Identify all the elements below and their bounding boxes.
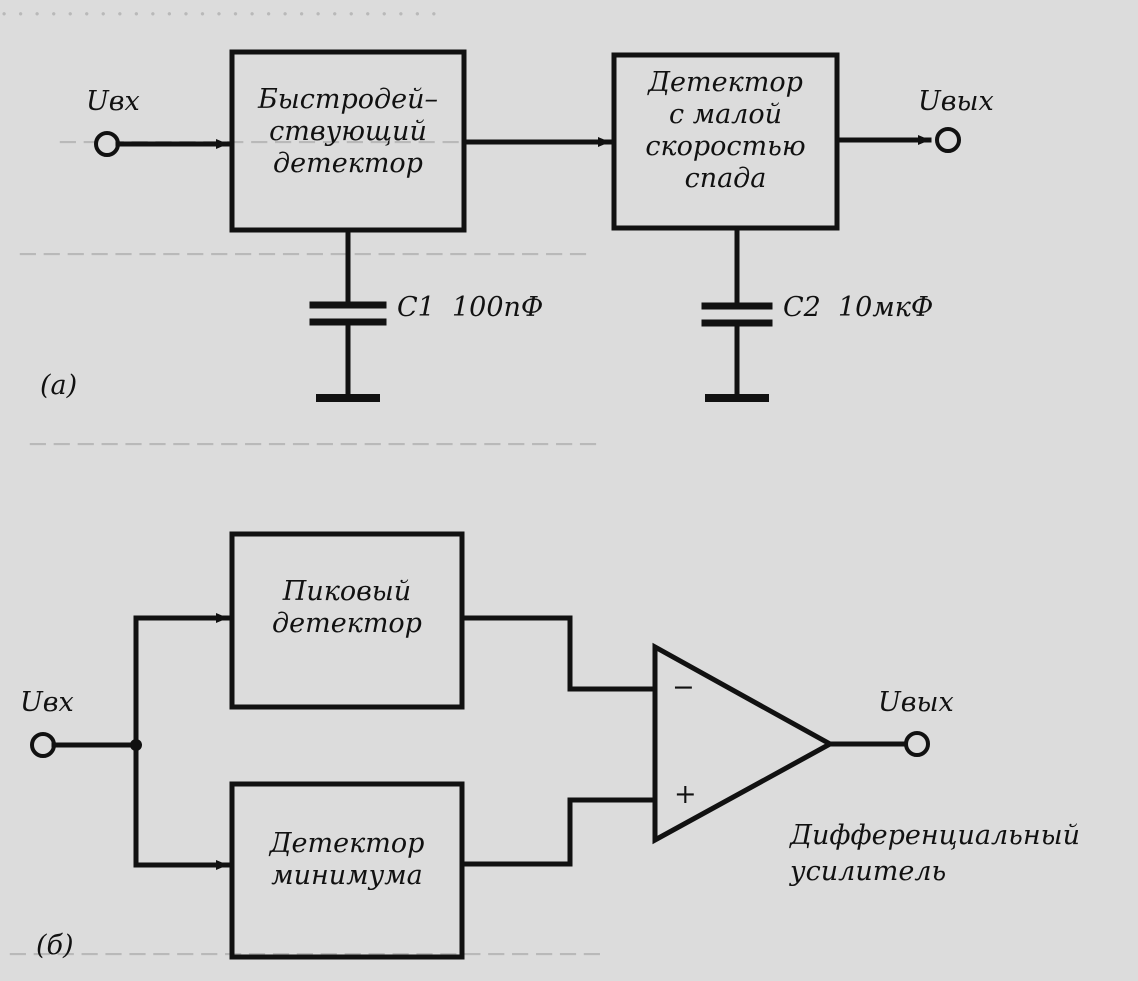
amp-caption-line: Дифференциальный bbox=[790, 820, 1081, 851]
input-terminal-b bbox=[30, 732, 56, 758]
differential-amplifier-triangle bbox=[652, 642, 836, 845]
slow-decay-detector-line: Детектор bbox=[648, 67, 803, 98]
output-label-b: Uвых bbox=[878, 687, 954, 718]
input-terminal-a bbox=[94, 131, 120, 157]
c1-label: C1 100пФ bbox=[397, 292, 544, 323]
slow-decay-detector-line: спада bbox=[684, 163, 767, 194]
diagram-a-label: (а) bbox=[40, 370, 78, 401]
fast-detector-line: детектор bbox=[273, 148, 423, 179]
opamp-minus-sign: − bbox=[672, 672, 695, 703]
c2-label: C2 10мкФ bbox=[783, 292, 934, 323]
input-label-a: Uвх bbox=[86, 86, 140, 117]
output-label-a: Uвых bbox=[918, 86, 994, 117]
opamp-plus-sign: + bbox=[674, 779, 697, 810]
bleed-through-row: · · · · · · · · · · · · · · · · · · · · … bbox=[0, 0, 439, 30]
minimum-detector-line: минимума bbox=[271, 860, 423, 891]
fast-detector-line: Быстродей– bbox=[257, 84, 439, 115]
minimum-detector-text: Детектор минимума bbox=[232, 828, 462, 892]
slow-decay-detector-text: Детектор с малой скоростью спада bbox=[614, 67, 837, 195]
wire-peak-to-minus bbox=[459, 615, 658, 692]
input-label-b: Uвх bbox=[20, 687, 74, 718]
fast-detector-line: ствующий bbox=[269, 116, 427, 147]
diagram-b-label: (б) bbox=[36, 930, 74, 961]
peak-detector-line: детектор bbox=[272, 608, 422, 639]
output-terminal-a bbox=[935, 127, 961, 153]
minimum-detector-line: Детектор bbox=[269, 828, 425, 859]
wire-min-to-plus bbox=[459, 797, 658, 867]
output-terminal-b bbox=[904, 731, 930, 757]
minimum-detector-block bbox=[229, 781, 465, 960]
slow-decay-detector-line: с малой bbox=[668, 99, 783, 130]
peak-detector-line: Пиковый bbox=[282, 576, 412, 607]
bleed-through-row: ─ ─ ─ ─ ─ ─ ─ ─ ─ ─ ─ ─ ─ ─ ─ ─ ─ ─ ─ ─ … bbox=[20, 240, 586, 270]
differential-amplifier-caption: Дифференциальный усилитель bbox=[790, 818, 1080, 890]
slow-decay-detector-line: скоростью bbox=[645, 131, 806, 162]
peak-detector-text: Пиковый детектор bbox=[232, 576, 462, 640]
fast-detector-text: Быстродей– ствующий детектор bbox=[232, 84, 464, 180]
bleed-through-row: ─ ─ ─ ─ ─ ─ ─ ─ ─ ─ ─ ─ ─ ─ ─ ─ ─ ─ ─ ─ … bbox=[30, 430, 596, 460]
amp-caption-line: усилитель bbox=[790, 856, 947, 887]
